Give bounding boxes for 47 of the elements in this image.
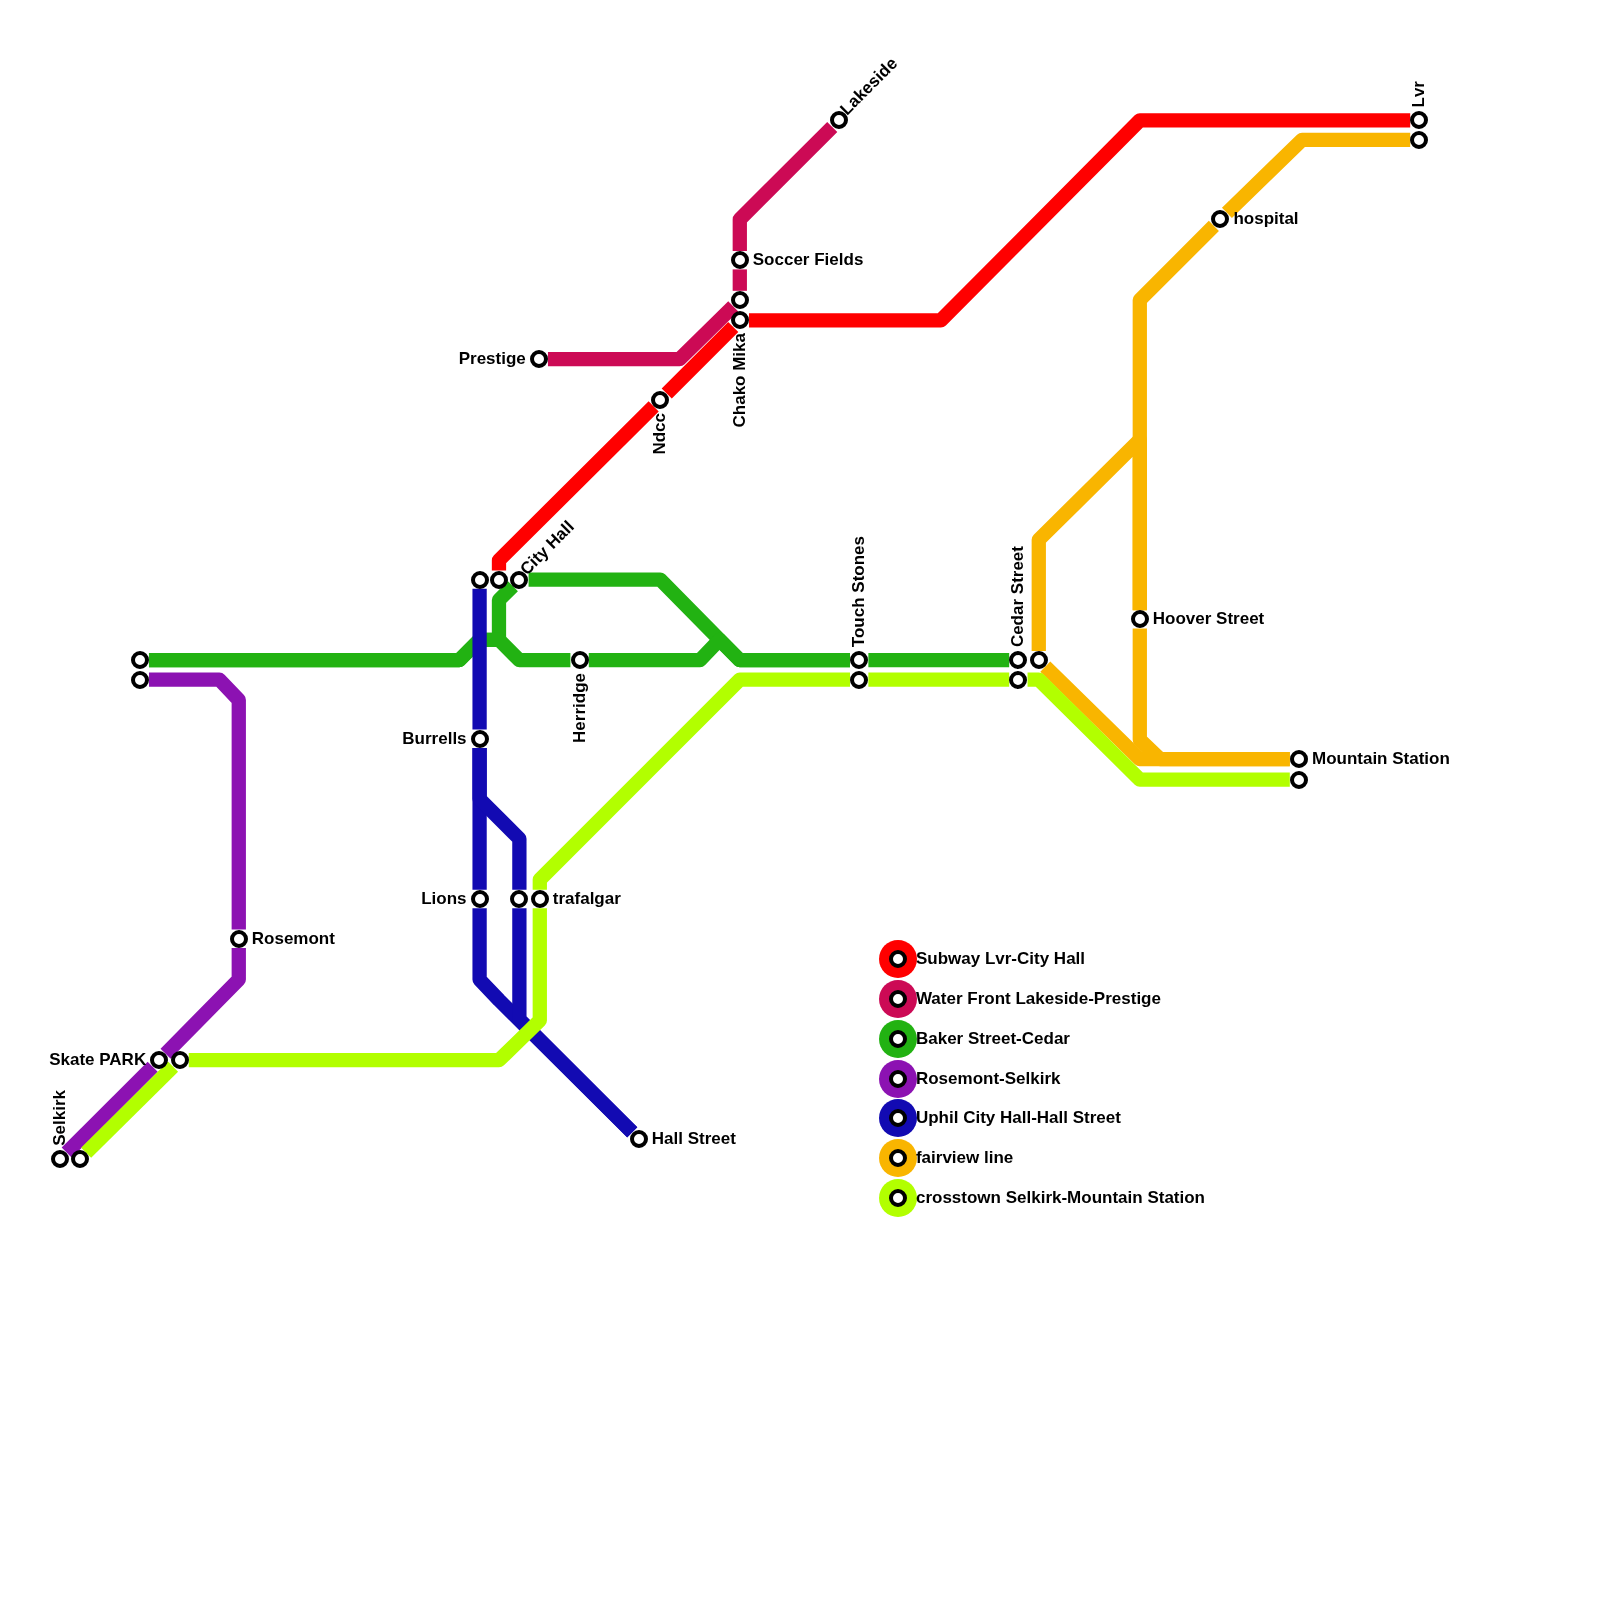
- station-label: Chako Mika: [730, 333, 748, 428]
- transit-line: [588, 632, 850, 668]
- station-label: Prestige: [458, 350, 526, 368]
- station-label: Skate PARK: [49, 1051, 147, 1069]
- legend-label: Rosemont-Selkirk: [915, 1069, 1061, 1087]
- station-label: Cedar Street: [1009, 546, 1027, 648]
- station-label: Lions: [421, 889, 467, 907]
- transit-line: [81, 1061, 179, 1158]
- station-label: trafalgar: [552, 889, 621, 907]
- legend-label: Subway Lvr-City Hall: [915, 950, 1086, 968]
- station-label: Burrells: [402, 729, 467, 747]
- transit-line: [532, 672, 850, 890]
- transit-line: [472, 747, 527, 890]
- station-label: Hall Street: [651, 1129, 736, 1147]
- legend-label: Water Front Lakeside-Prestige: [915, 989, 1161, 1007]
- transit-line: [512, 908, 638, 1138]
- transit-line: [661, 321, 739, 399]
- transit-line: [149, 632, 571, 668]
- transit-line: [1221, 132, 1411, 219]
- legend-label: Baker Street-Cedar: [915, 1029, 1070, 1047]
- transit-line: [1027, 672, 1290, 787]
- transit-line: [732, 269, 747, 291]
- station-label: Herridge: [570, 673, 588, 744]
- transit-line: [472, 588, 487, 730]
- transit-line: [868, 672, 1010, 687]
- station-label: Touch Stones: [850, 536, 868, 648]
- station-label: hospital: [1233, 210, 1299, 228]
- transit-line: [749, 113, 1411, 328]
- transit-line: [491, 401, 659, 571]
- transit-line: [188, 908, 547, 1068]
- transit-line: [61, 1061, 158, 1158]
- legend-label: crosstown Selkirk-Mountain Station: [915, 1188, 1205, 1206]
- station-label: Hoover Street: [1152, 610, 1265, 628]
- legend-label: Uphil City Hall-Hall Street: [915, 1109, 1121, 1127]
- station-label: Selkirk: [51, 1090, 69, 1147]
- station-label: Soccer Fields: [752, 251, 864, 269]
- transit-line: [732, 121, 838, 251]
- legend-label: fairview line: [915, 1149, 1014, 1167]
- transit-line: [868, 653, 1010, 668]
- station-label: Ndcc: [651, 413, 669, 455]
- transit-line: [547, 301, 739, 367]
- station-label: Mountain Station: [1311, 750, 1450, 768]
- station-label: Lvr: [1410, 80, 1428, 108]
- station-label: Rosemont: [251, 929, 335, 947]
- transit-line: [1040, 661, 1290, 767]
- transit-line: [160, 947, 246, 1059]
- transit-line: [149, 672, 246, 930]
